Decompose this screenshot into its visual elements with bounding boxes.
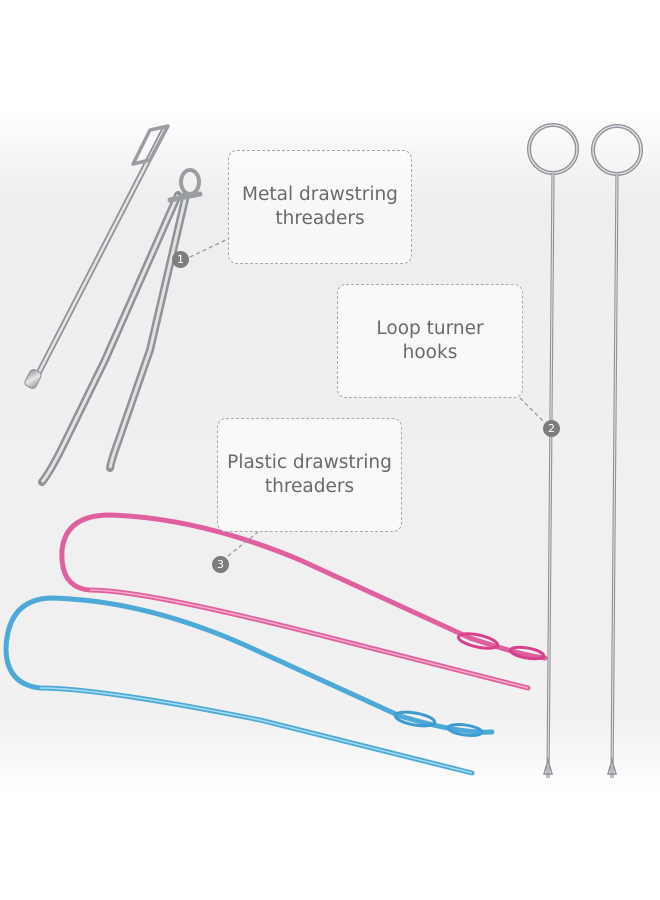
callout-text-line: threaders <box>275 208 365 229</box>
number-badge-2: 2 <box>543 420 560 437</box>
callout-text-line: Metal drawstring <box>242 184 398 205</box>
callout-text-line: threaders <box>264 476 355 497</box>
metal-needle-threader <box>24 124 170 389</box>
callout-leader-lines <box>189 237 545 557</box>
callout-text-line: hooks <box>402 342 458 363</box>
metal-tweezer-threader <box>38 168 203 486</box>
number-badge-1: 1 <box>172 251 189 268</box>
number-badge-3: 3 <box>212 556 229 573</box>
callout-text-line: Loop turner <box>376 318 484 339</box>
callout-metal-drawstring-threaders: Metal drawstring threaders <box>228 150 412 264</box>
callout-plastic-drawstring-threaders: Plastic drawstring threaders <box>217 418 402 532</box>
blue-plastic-threader <box>3 595 495 776</box>
loop-turner-hooks <box>527 123 643 779</box>
callout-loop-turner-hooks: Loop turner hooks <box>337 284 523 398</box>
pink-plastic-threader <box>59 512 548 691</box>
callout-text-line: Plastic drawstring <box>227 452 392 473</box>
